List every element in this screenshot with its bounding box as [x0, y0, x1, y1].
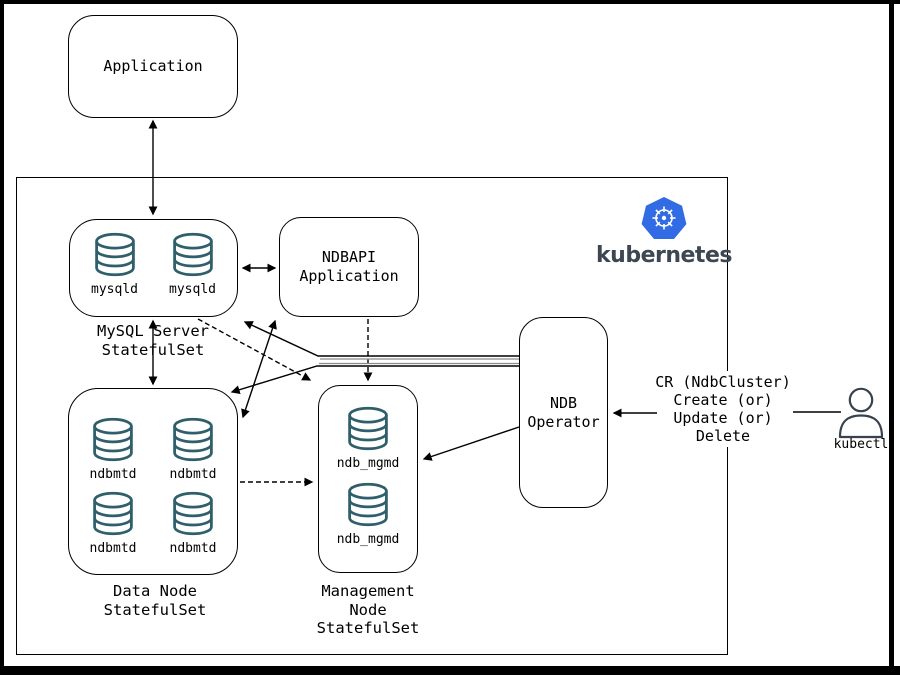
kubectl-label: kubectl — [833, 437, 889, 452]
kubernetes-wordmark: kubernetes — [596, 243, 732, 268]
ndb-mgmd-pod: ndb_mgmd — [336, 482, 400, 549]
cr-annotation: CR (NdbCluster) Create (or) Update (or) … — [633, 371, 813, 447]
ndbmtd-pod: ndbmtd — [169, 417, 217, 484]
database-icon — [348, 482, 388, 527]
database-icon — [93, 491, 133, 536]
frame-border-right — [889, 0, 894, 675]
pod-label: ndbmtd — [89, 541, 137, 556]
pod-label: ndbmtd — [89, 467, 137, 482]
pod-label: ndbmtd — [169, 541, 217, 556]
frame-border-top — [0, 0, 900, 4]
pod-label: ndb_mgmd — [336, 532, 400, 547]
pod-label: ndb_mgmd — [336, 456, 400, 471]
mysqld-pod: mysqld — [91, 232, 139, 299]
mysql-statefulset-box: mysqld mysqld — [69, 219, 238, 317]
ndbmtd-pod: ndbmtd — [89, 491, 137, 558]
ndbmtd-pod: ndbmtd — [169, 491, 217, 558]
kubernetes-logo: kubernetes — [596, 196, 732, 268]
mysql-statefulset-caption: MySQL Server StatefulSet — [97, 322, 209, 359]
ndbapi-label: NDBAPI Application — [299, 248, 399, 285]
data-node-statefulset-caption: Data Node StatefulSet — [103, 582, 207, 619]
pod-label: mysqld — [91, 282, 138, 297]
pod-label: ndbmtd — [169, 467, 217, 482]
ndb-operator-box: NDB Operator — [519, 317, 608, 508]
application-label: Application — [103, 57, 203, 75]
kubectl-person-icon — [838, 387, 884, 439]
database-icon — [173, 417, 213, 462]
ndb-operator-label: NDB Operator — [527, 393, 600, 431]
database-icon — [172, 232, 213, 277]
mysqld-pod: mysqld — [169, 232, 217, 299]
ndbapi-application-box: NDBAPI Application — [279, 217, 419, 317]
ndbmtd-pod: ndbmtd — [89, 417, 137, 484]
management-node-statefulset-caption: Management Node StatefulSet — [316, 582, 420, 637]
pod-label: mysqld — [169, 282, 216, 297]
database-icon — [348, 406, 388, 451]
database-icon — [94, 232, 135, 277]
application-box: Application — [68, 15, 238, 118]
frame-border-left — [0, 0, 4, 675]
kubernetes-helm-icon — [641, 197, 687, 239]
data-node-statefulset-box: ndbmtd ndbmtd — [68, 388, 238, 575]
database-icon — [93, 417, 133, 462]
ndb-mgmd-pod: ndb_mgmd — [336, 406, 400, 473]
frame-border-bottom — [0, 666, 900, 675]
management-node-statefulset-box: ndb_mgmd ndb_mgmd — [318, 385, 418, 573]
database-icon — [173, 491, 213, 536]
